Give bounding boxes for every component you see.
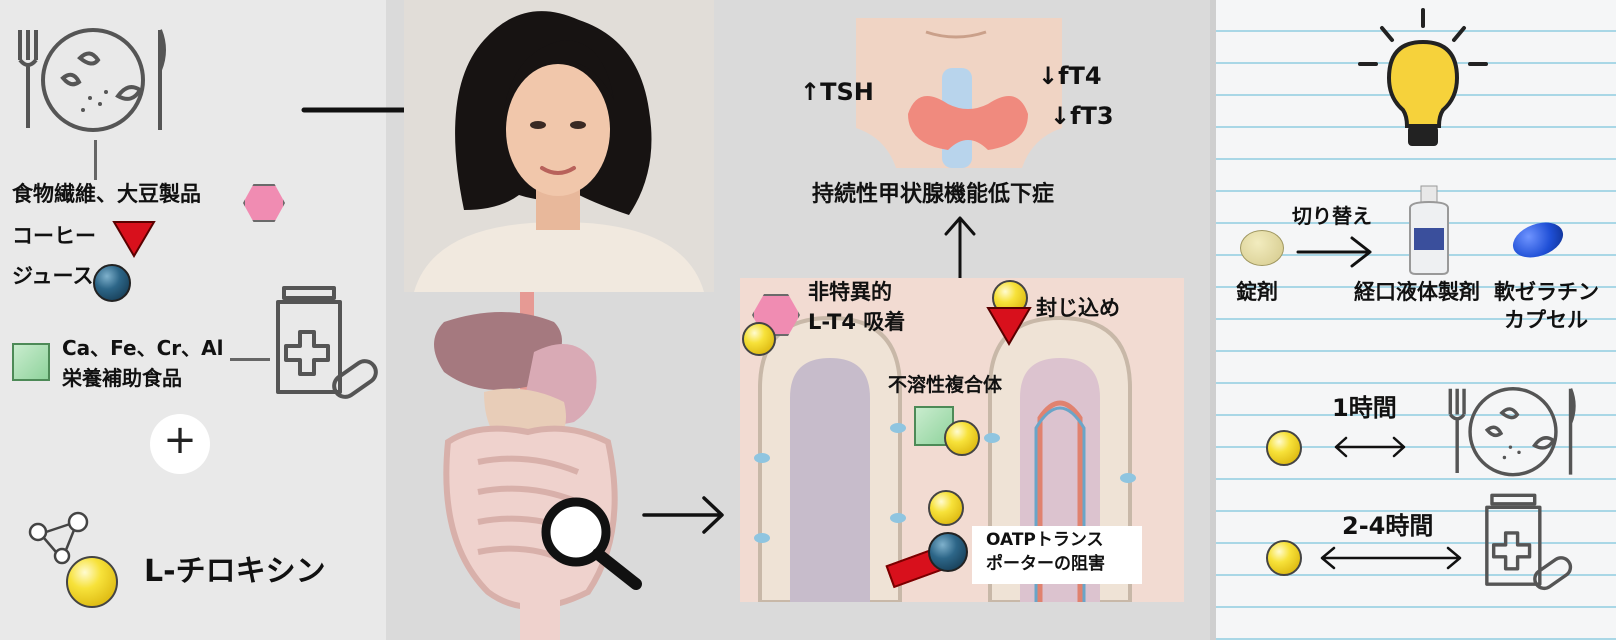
levothyroxine-ball-icon — [928, 490, 964, 526]
minerals-label: Ca、Fe、Cr、Al — [62, 336, 224, 360]
insoluble-complex-label: 不溶性複合体 — [888, 374, 1003, 396]
lightbulb-icon — [1358, 8, 1488, 146]
digestive-system-illustration — [434, 292, 618, 640]
medicine-bottle-icon — [276, 286, 378, 399]
sequestration-label: 封じ込め — [1036, 296, 1120, 320]
ft3-label: ↓fT3 — [1050, 102, 1114, 130]
hypothyroidism-label: 持続性甲状腺機能低下症 — [812, 182, 1055, 207]
levothyroxine-ball-icon — [1266, 540, 1302, 576]
levothyroxine-ball-icon — [742, 322, 776, 356]
tsh-label: ↑TSH — [800, 78, 874, 106]
medicine-bottle-icon — [1485, 493, 1573, 591]
thyroid-neck-illustration — [856, 18, 1062, 168]
levothyroxine-ball-icon — [944, 420, 980, 456]
adsorption-label: L-T4 吸着 — [808, 310, 906, 334]
connector-line — [94, 140, 97, 180]
levothyroxine-ball-icon — [66, 556, 118, 608]
plate-cutlery-icon — [18, 28, 166, 132]
softgel-label-line2: カプセル — [1504, 308, 1588, 332]
levothyroxine-label: L-チロキシン — [144, 554, 326, 589]
blue-ball-icon — [928, 532, 968, 572]
triangle-icon — [986, 307, 1032, 346]
two-four-hours-label: 2-4時間 — [1342, 512, 1434, 540]
left-panel — [0, 0, 386, 640]
food-fiber-soy-label: 食物繊維、大豆製品 — [12, 182, 201, 206]
magnifier-icon — [541, 497, 642, 590]
arrow-right-icon — [1296, 236, 1372, 268]
panel-divider — [1210, 0, 1216, 640]
plus-circle — [150, 414, 210, 474]
supplement-label: 栄養補助食品 — [62, 366, 182, 390]
green-square-icon — [12, 343, 50, 381]
coffee-label: コーヒー — [12, 224, 96, 248]
oatp-label-box — [972, 526, 1142, 584]
plate-cutlery-icon — [1448, 387, 1576, 477]
levothyroxine-ball-icon — [1266, 430, 1302, 466]
one-hour-label: 1時間 — [1332, 394, 1397, 422]
tablet-label: 錠剤 — [1236, 280, 1278, 304]
double-arrow-icon — [1320, 546, 1462, 570]
ft4-label: ↓fT4 — [1038, 62, 1102, 90]
tablet-icon — [1240, 230, 1284, 266]
patient-portrait — [404, 0, 714, 292]
softgel-label-line1: 軟ゼラチン — [1494, 280, 1599, 304]
arrow-right-icon — [642, 496, 724, 534]
oatp-label-line1: OATPトランス — [986, 530, 1104, 550]
nonspecific-label: 非特異的 — [808, 280, 892, 304]
molecule-icon — [28, 511, 89, 565]
connector-line — [230, 358, 270, 361]
triangle-icon — [112, 221, 156, 258]
liquid-bottle-icon — [1409, 185, 1449, 275]
switch-label: 切り替え — [1292, 204, 1372, 228]
liquid-label: 経口液体製剤 — [1354, 280, 1480, 304]
juice-label: ジュース — [12, 264, 94, 288]
plus-sign: + — [163, 417, 197, 463]
hexagon-icon — [752, 294, 800, 336]
double-arrow-icon — [1334, 436, 1406, 458]
oatp-label-line2: ポーターの阻害 — [986, 554, 1105, 574]
blue-ball-icon — [93, 264, 131, 302]
